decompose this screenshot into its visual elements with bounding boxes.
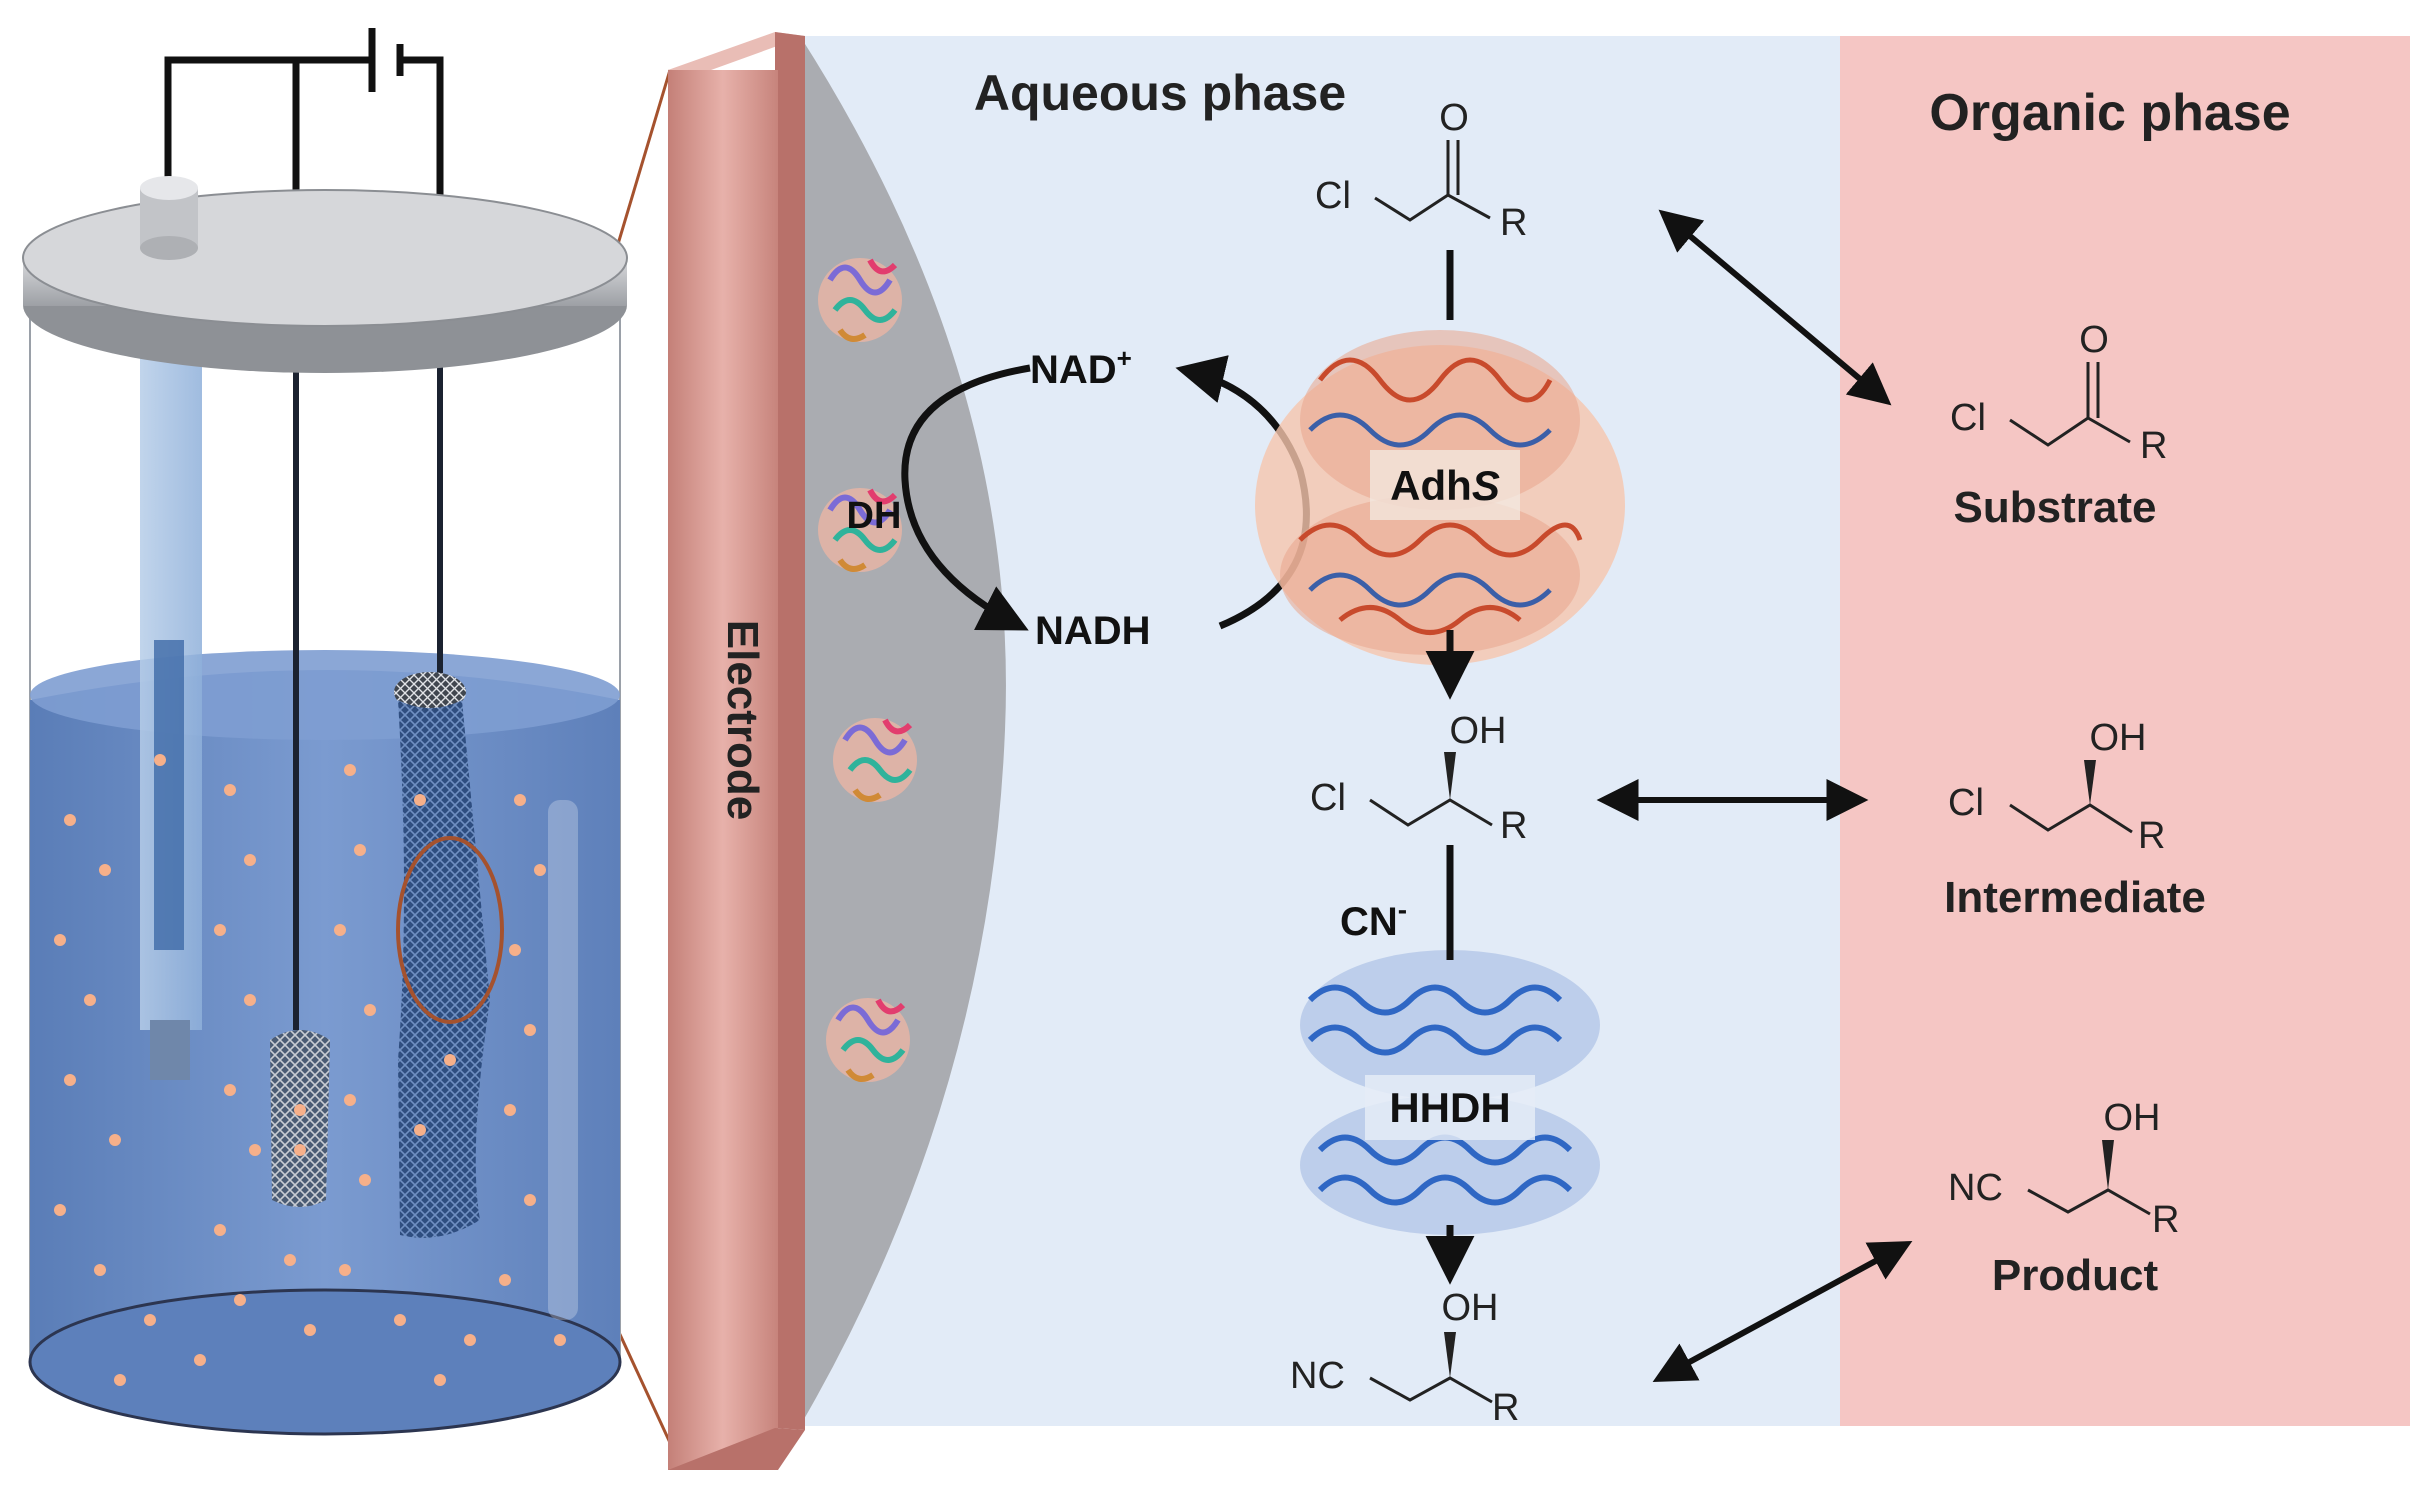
working-mesh xyxy=(398,700,490,1238)
mesh-top xyxy=(394,672,466,712)
liquid-surface xyxy=(30,650,620,740)
dh-enzyme xyxy=(826,998,910,1082)
cell-cap-top xyxy=(22,189,628,327)
adhs-label: AdhS xyxy=(1390,462,1500,509)
atom-label: Cl xyxy=(1315,175,1351,217)
atom-label: OH xyxy=(1450,710,1507,752)
atom-label: OH xyxy=(2104,1097,2161,1139)
molecule-substrate-organic xyxy=(2009,362,2131,447)
molecule-intermediate-organic xyxy=(2009,803,2133,834)
intermediate-label: Intermediate xyxy=(1944,873,2206,922)
wedge-bond xyxy=(1444,752,1456,800)
atom-label: OH xyxy=(1442,1287,1499,1329)
atom-label: R xyxy=(2138,815,2165,857)
organic-phase-label: Organic phase xyxy=(1929,84,2290,142)
atom-label: O xyxy=(1439,97,1469,139)
molecule-product-organic xyxy=(2027,1188,2151,1216)
aqueous-phase-label: Aqueous phase xyxy=(974,65,1346,121)
atom-label: O xyxy=(2079,319,2109,361)
atom-label: R xyxy=(2152,1199,2179,1241)
electrode-label: Electrode xyxy=(718,620,767,821)
partition-arrow-product xyxy=(1652,1240,1913,1383)
particles xyxy=(54,754,566,1386)
partition-arrow-substrate xyxy=(1658,209,1892,406)
dh-enzyme xyxy=(818,488,902,572)
nad-plus-label: NAD+ xyxy=(1030,343,1132,392)
dh-label: DH xyxy=(847,495,902,537)
battery-symbol-icon xyxy=(368,28,404,92)
electrode-bar xyxy=(668,32,805,1470)
wedge-bond xyxy=(2102,1140,2114,1190)
hhdh-enzyme xyxy=(1300,950,1600,1235)
atom-label: Cl xyxy=(1948,782,1984,824)
dh-enzyme xyxy=(833,718,917,802)
electrochemical-cell-icon xyxy=(22,28,628,1436)
atom-label: NC xyxy=(1290,1355,1345,1397)
circuit-wire xyxy=(164,56,370,210)
cycle-arrow-nad-to-nadh xyxy=(901,364,1031,631)
zoom-circle xyxy=(396,836,504,1024)
atom-label: NC xyxy=(1948,1167,2003,1209)
counter-mesh xyxy=(270,1030,330,1207)
circuit-wire xyxy=(403,56,444,258)
dh-enzyme xyxy=(818,258,902,342)
cyanide-label: CN- xyxy=(1340,894,1407,944)
atom-label: R xyxy=(1492,1387,1519,1429)
hhdh-label: HHDH xyxy=(1389,1084,1510,1131)
wedge-bond xyxy=(2084,760,2096,805)
atom-label: Cl xyxy=(1950,397,1986,439)
adhs-enzyme xyxy=(1255,330,1625,665)
nadh-label: NADH xyxy=(1035,609,1151,653)
organic-panel xyxy=(1840,36,2410,1426)
atom-label: OH xyxy=(2090,717,2147,759)
atom-label: R xyxy=(2140,425,2167,467)
molecule-product-aqueous xyxy=(1369,1376,1493,1404)
wedge-bond xyxy=(1444,1332,1456,1378)
substrate-label: Substrate xyxy=(1954,483,2157,532)
molecule-intermediate-aqueous xyxy=(1369,798,1493,827)
protein-structure-icon xyxy=(818,258,917,1082)
product-label: Product xyxy=(1992,1251,2159,1300)
atom-label: Cl xyxy=(1310,777,1346,819)
atom-label: R xyxy=(1500,202,1527,244)
atom-label: R xyxy=(1500,805,1527,847)
cell-bottom xyxy=(28,1288,622,1436)
molecule-substrate-aqueous xyxy=(1374,140,1491,222)
